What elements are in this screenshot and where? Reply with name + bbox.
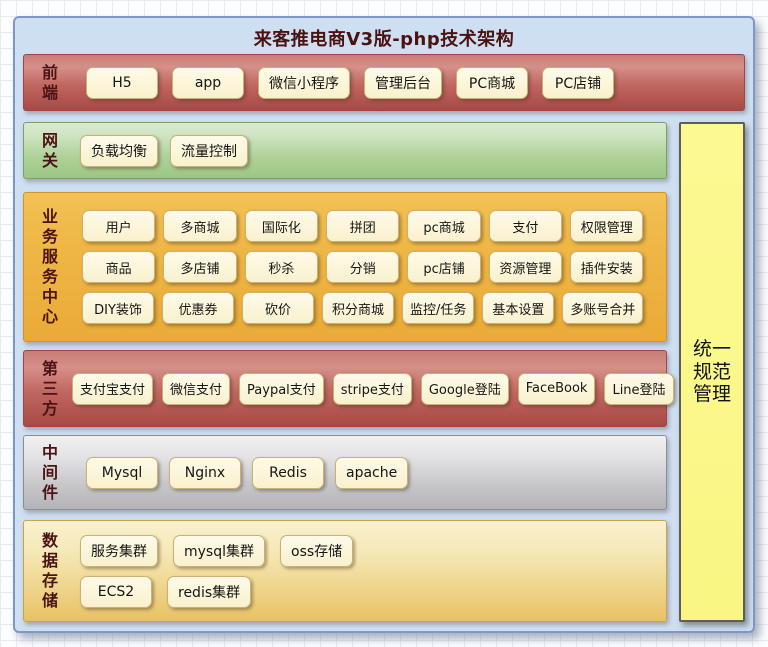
node-multi-shop[interactable]: 多店铺 — [163, 251, 237, 283]
architecture-board[interactable]: 来客推电商V3版-php技术架构 前 端 H5 app 微信小程序 管理后台 P… — [13, 16, 755, 633]
node-stripe[interactable]: stripe支付 — [332, 372, 412, 405]
node-pc-mall-service[interactable]: pc商城 — [407, 210, 481, 242]
node-pc-shop-service[interactable]: pc店铺 — [407, 251, 481, 283]
node-resource-mgmt[interactable]: 资源管理 — [488, 251, 563, 283]
node-group-buy[interactable]: 拼团 — [326, 210, 400, 242]
node-paypal[interactable]: Paypal支付 — [239, 372, 324, 405]
band-gateway[interactable]: 网 关 负载均衡 流量控制 — [23, 122, 667, 179]
band-middleware-label: 中 间 件 — [30, 443, 70, 503]
label-char: 数 — [41, 531, 58, 550]
label-char: 关 — [41, 150, 58, 170]
label-char: 中 — [41, 287, 58, 306]
node-flash-sale[interactable]: 秒杀 — [244, 251, 319, 283]
node-multi-mall[interactable]: 多商城 — [163, 210, 237, 242]
band-business-label: 业 务 服 务 中 心 — [30, 207, 70, 327]
node-app[interactable]: app — [172, 66, 244, 99]
node-redis-cluster[interactable]: redis集群 — [167, 575, 252, 608]
label-char: 务 — [41, 227, 58, 246]
label-char: 网 — [41, 130, 58, 150]
band-third-party[interactable]: 第 三 方 支付宝支付 微信支付 Paypal支付 stripe支付 Googl… — [23, 350, 674, 427]
node-alipay[interactable]: 支付宝支付 — [72, 372, 154, 405]
node-mysql[interactable]: Mysql — [86, 456, 158, 489]
node-h5[interactable]: H5 — [86, 66, 158, 99]
node-mysql-cluster[interactable]: mysql集群 — [173, 534, 265, 567]
label-char: 第 — [41, 358, 58, 378]
node-facebook[interactable]: FaceBook — [517, 372, 596, 405]
label-char: 三 — [41, 378, 58, 398]
node-oss-storage[interactable]: oss存储 — [280, 534, 354, 567]
label-char: 服 — [41, 247, 58, 266]
node-traffic-control[interactable]: 流量控制 — [170, 134, 248, 167]
label-char: 业 — [41, 207, 58, 226]
node-internationalization[interactable]: 国际化 — [244, 210, 319, 242]
band-middleware[interactable]: 中 间 件 Mysql Nginx Redis apache — [23, 435, 667, 510]
node-plugin-install[interactable]: 插件安装 — [570, 251, 644, 283]
node-load-balancing[interactable]: 负载均衡 — [80, 134, 158, 167]
node-admin-panel[interactable]: 管理后台 — [364, 66, 442, 99]
label-char: 存 — [41, 571, 58, 590]
band-frontend[interactable]: 前 端 H5 app 微信小程序 管理后台 PC商城 PC店铺 — [23, 54, 745, 111]
label-char: 心 — [41, 307, 58, 326]
node-pc-shop[interactable]: PC店铺 — [542, 66, 614, 99]
label-char: 务 — [41, 267, 58, 286]
label-char: 据 — [41, 551, 58, 570]
band-frontend-label: 前 端 — [30, 63, 70, 103]
node-basic-settings[interactable]: 基本设置 — [482, 292, 555, 324]
band-data-storage-label: 数 据 存 储 — [30, 531, 70, 611]
node-apache[interactable]: apache — [335, 456, 409, 489]
label-char: 中 — [41, 442, 58, 462]
node-pc-mall[interactable]: PC商城 — [456, 66, 528, 99]
band-data-storage[interactable]: 数 据 存 储 服务集群 mysql集群 oss存储 ECS2 redis集群 — [23, 520, 667, 622]
node-nginx[interactable]: Nginx — [169, 456, 241, 489]
node-payment[interactable]: 支付 — [488, 210, 563, 242]
label-char: 前 — [41, 62, 58, 82]
node-multi-account-merge[interactable]: 多账号合并 — [562, 292, 644, 324]
node-distribution[interactable]: 分销 — [326, 251, 400, 283]
node-redis[interactable]: Redis — [252, 456, 324, 489]
label-char: 储 — [41, 591, 58, 610]
node-goods[interactable]: 商品 — [82, 251, 156, 283]
node-coupon[interactable]: 优惠券 — [162, 292, 234, 324]
node-ecs2[interactable]: ECS2 — [80, 575, 152, 608]
band-gateway-label: 网 关 — [30, 131, 70, 171]
node-diy-decoration[interactable]: DIY装饰 — [82, 292, 154, 324]
label-char: 件 — [41, 482, 58, 502]
band-business-service-center[interactable]: 业 务 服 务 中 心 用户 多商城 国际化 拼团 pc商城 支付 权限管理 — [23, 192, 667, 342]
node-service-cluster[interactable]: 服务集群 — [80, 534, 158, 567]
band-third-party-label: 第 三 方 — [30, 359, 70, 419]
label-char: 端 — [41, 82, 58, 102]
node-line-login[interactable]: Line登陆 — [604, 372, 674, 405]
node-permission-mgmt[interactable]: 权限管理 — [570, 210, 644, 242]
node-user[interactable]: 用户 — [82, 210, 156, 242]
node-points-mall[interactable]: 积分商城 — [322, 292, 394, 324]
label-char: 间 — [41, 462, 58, 482]
side-bar-unified-spec-management[interactable]: 统一 规范 管理 — [679, 122, 745, 622]
node-wechat-pay[interactable]: 微信支付 — [162, 372, 231, 405]
node-monitor-task[interactable]: 监控/任务 — [402, 292, 475, 324]
node-bargain[interactable]: 砍价 — [242, 292, 314, 324]
node-wechat-miniprogram[interactable]: 微信小程序 — [258, 66, 350, 99]
side-bar-label: 统一 规范 管理 — [692, 337, 731, 406]
node-google-login[interactable]: Google登陆 — [420, 372, 509, 405]
page-title: 来客推电商V3版-php技术架构 — [253, 29, 515, 50]
label-char: 方 — [41, 398, 58, 418]
